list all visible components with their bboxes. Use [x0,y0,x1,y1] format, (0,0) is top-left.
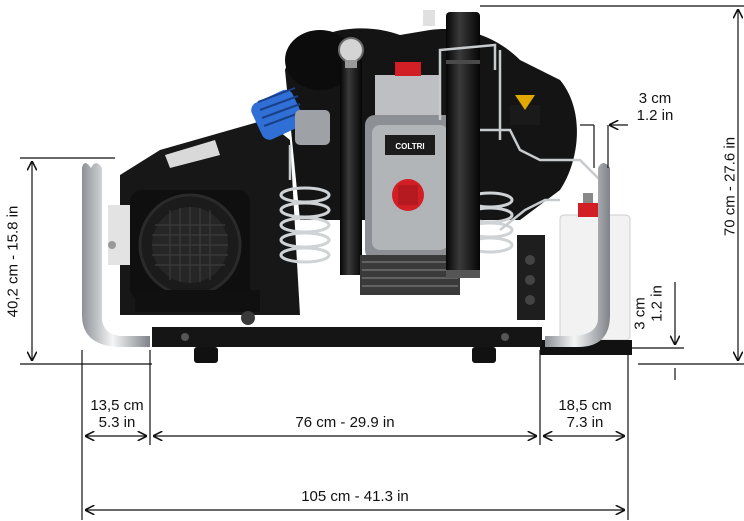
blue-cylinder-head [251,87,330,145]
brand-label: COLTRI [395,142,424,151]
compressor-unit: COLTRI [82,10,632,363]
left-offset-cm: 13,5 cm [90,397,144,414]
filter-column-left [338,37,364,275]
total-height-label: 70 cm - 27.6 in [721,136,739,237]
dimension-lines [20,5,744,520]
base-rail [152,327,542,363]
side-gap-cm-label: 3 cm [631,297,649,330]
left-offset-label: 13,5 cm 5.3 in [80,397,154,431]
right-offset-cm: 18,5 cm [558,397,612,414]
compressor-block: COLTRI [360,62,460,295]
chrome-frame [82,163,610,347]
side-gap-in-label: 1.2 in [648,285,666,322]
control-panel [510,95,545,320]
top-gap-label: 3 cm 1.2 in [625,90,685,124]
right-offset-label: 18,5 cm 7.3 in [548,397,622,431]
total-length-label: 105 cm - 41.3 in [301,488,409,505]
air-piping [288,43,601,231]
filter-column-right [423,10,480,278]
condensate-bottle [540,193,632,355]
top-gap-cm: 3 cm [638,90,672,107]
left-offset-in: 5.3 in [98,414,136,431]
frame-height-label: 40,2 cm - 15.8 in [4,205,22,318]
electric-motor [108,190,260,325]
top-gap-in: 1.2 in [636,107,674,124]
right-offset-in: 7.3 in [566,414,604,431]
base-length-label: 76 cm - 29.9 in [295,414,395,431]
